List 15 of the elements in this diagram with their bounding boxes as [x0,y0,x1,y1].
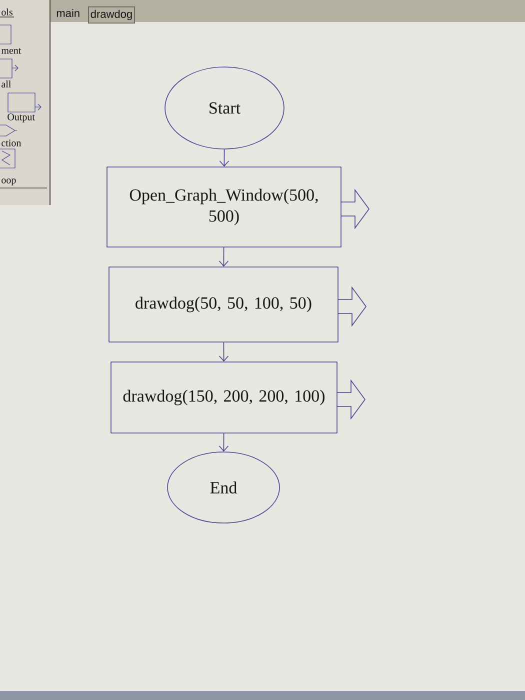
toolbar-label: Output [8,114,35,122]
arrow [218,433,229,452]
arrow [218,247,229,267]
arrow [218,342,229,362]
toolbar-label: ction [2,140,22,146]
tab-label: main [56,8,80,18]
toolbar-label: ment [1,48,22,54]
call-box: drawdog(150, 200, 200, 100) [110,362,338,434]
call-box: drawdog(50, 50, 100, 50) [108,266,338,342]
arrow [219,149,230,167]
toolbar-label: oop [2,178,16,186]
toolbar-label: ols [2,8,12,16]
call-box: Open_Graph_Window(500, 500) [106,166,342,248]
tab: drawdog [88,6,135,24]
toolbar-label: all [2,80,11,88]
